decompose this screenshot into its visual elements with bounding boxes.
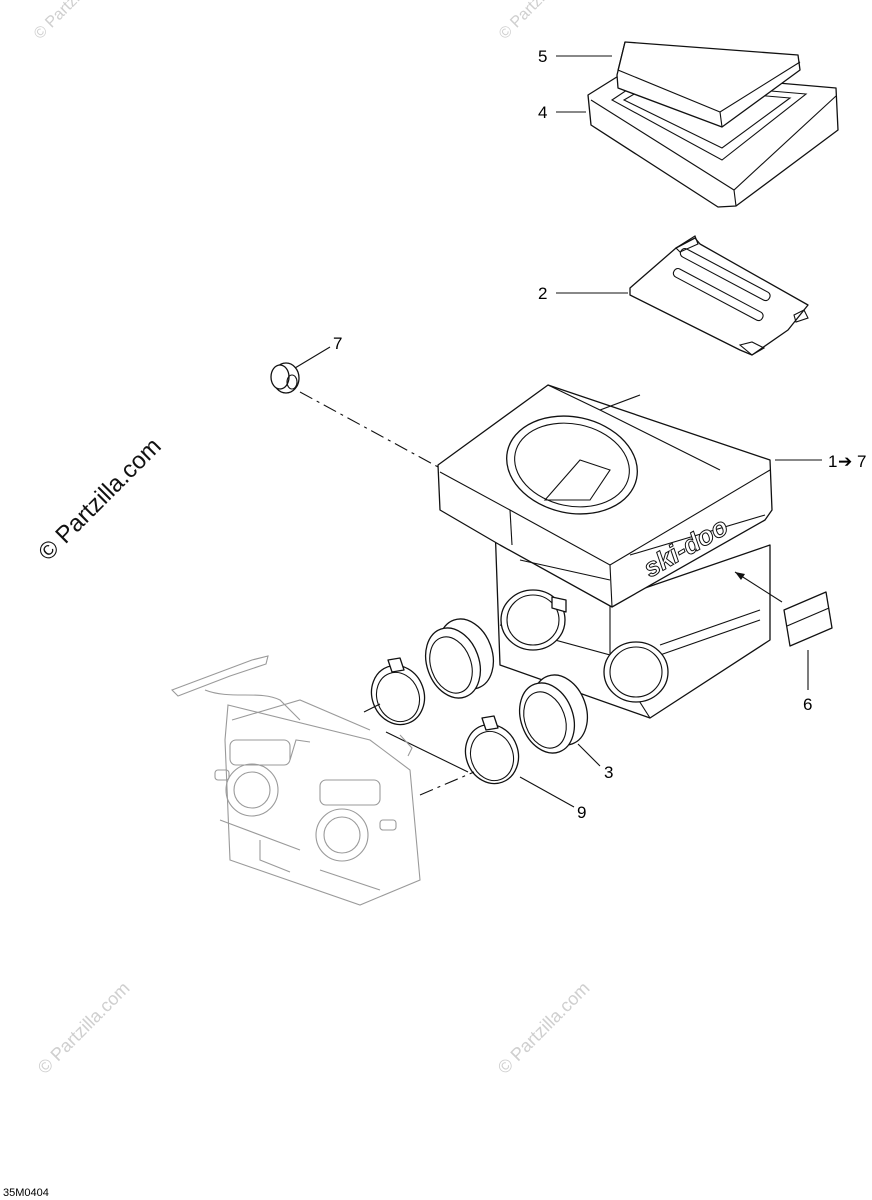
- rubber-adaptor-upper-part-3: [424, 618, 495, 699]
- callout-3: 3: [604, 763, 613, 782]
- watermark-bottom-left: © Partzilla.com: [34, 978, 134, 1078]
- drawing-code: 35M0404: [3, 1187, 49, 1199]
- callout-2: 2: [538, 284, 547, 303]
- grommet-part-7: [270, 362, 300, 394]
- callout-1: 1: [828, 452, 837, 471]
- watermark-bottom-center: © Partzilla.com: [494, 978, 594, 1078]
- watermark-main: © Partzilla.com: [33, 433, 166, 566]
- grommet-alignment-line: [299, 391, 441, 469]
- callout-6: 6: [803, 695, 812, 714]
- callout-1-arrow: ➔: [838, 452, 852, 471]
- watermark-top-center: © Partzilla.com: [496, 0, 584, 43]
- filter-element-part-5: [616, 41, 801, 128]
- carburetor-assembly-ghost: [171, 655, 421, 906]
- callout-1-range-end: 7: [857, 452, 866, 471]
- clamp-alignment-line-upper: [363, 703, 381, 713]
- watermark-top-left: © Partzilla.com: [31, 0, 119, 43]
- plate-part-2: [629, 235, 809, 356]
- carb-alignment-line: [419, 771, 475, 796]
- rubber-adaptor-lower-part-3: [518, 674, 589, 754]
- clamp-lower-part-9: [464, 715, 520, 785]
- decal-part-6: [783, 591, 833, 647]
- decal-arrow-head: [735, 572, 745, 580]
- clamp-upper-part-9: [370, 657, 426, 726]
- callout-9: 9: [577, 803, 586, 822]
- callout-5: 5: [538, 47, 547, 66]
- callout-7: 7: [333, 334, 342, 353]
- clamp-alignment-line-lower: [385, 731, 469, 773]
- callout-4: 4: [538, 103, 547, 122]
- leader-lines: [294, 55, 822, 808]
- air-silencer-part-1: [437, 384, 773, 719]
